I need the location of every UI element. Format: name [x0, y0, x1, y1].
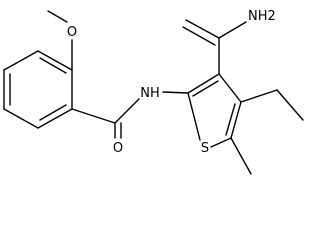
- carbonyl-oxygen-label: O: [113, 141, 123, 156]
- benzene-double-bond: [39, 104, 67, 121]
- carboxamide-nitrogen-bond: [218, 21, 247, 39]
- thiophene-sulfur-label: S: [201, 141, 209, 156]
- ethyl-bond: [240, 89, 278, 103]
- thiophene-bond: [230, 101, 242, 139]
- molecule-structure: O O NH S NH2: [3, 9, 304, 175]
- carboxamide-double-bond: [182, 26, 216, 46]
- benzene-double-bond: [39, 57, 67, 74]
- thiophene-double-bond: [225, 103, 236, 136]
- thiophene-double-bond: [192, 80, 219, 97]
- thiophene-bond: [187, 92, 201, 141]
- carboxamide-double-bond: [185, 19, 220, 39]
- methyl-oxygen-bond: [47, 10, 68, 23]
- aryl-carbonyl-bond: [71, 108, 116, 124]
- benzene-ring: [3, 50, 73, 129]
- amide-nh-label: NH: [140, 86, 160, 101]
- nitrogen-thiophene-bond: [162, 91, 189, 94]
- thiophene-bond: [187, 73, 220, 94]
- benzene-bond: [37, 108, 73, 129]
- benzene-bond: [37, 50, 73, 71]
- benzene-bond: [3, 50, 39, 71]
- ethyl-bond: [276, 89, 304, 121]
- methoxy-oxygen-label: O: [67, 25, 77, 40]
- amide-nh2-label: NH2: [248, 9, 276, 24]
- benzene-bond: [3, 108, 39, 129]
- thiophene-bond: [210, 137, 232, 148]
- methyl-bond: [230, 137, 252, 175]
- thiophene-ring: [187, 73, 242, 148]
- thiophene-bond: [218, 73, 242, 103]
- carbonyl-nitrogen-bond: [114, 98, 140, 124]
